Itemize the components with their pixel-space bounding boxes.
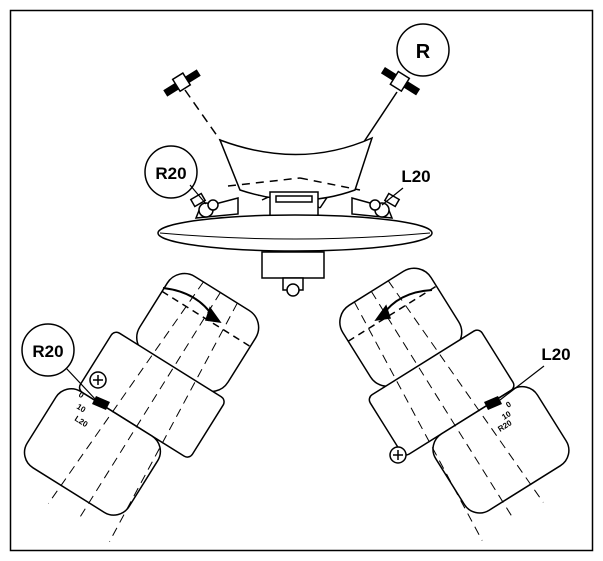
label-l20-top: L20 bbox=[401, 167, 430, 186]
scale-left-0: 0 bbox=[77, 390, 86, 400]
label-circle-r20-bottom bbox=[21, 323, 75, 377]
label-l20-bottom: L20 bbox=[541, 345, 570, 364]
lnb-right-assembly bbox=[339, 267, 570, 541]
dish-plate bbox=[157, 214, 433, 252]
lnb-left-assembly bbox=[23, 272, 260, 542]
label-circle-r bbox=[396, 23, 450, 77]
satellite-right-icon bbox=[380, 66, 421, 96]
scale-right-0: 0 bbox=[504, 399, 513, 409]
label-r20-top: R20 bbox=[155, 164, 186, 183]
label-r: R bbox=[416, 41, 431, 63]
dish-mount bbox=[261, 251, 325, 279]
label-circle-r20-top bbox=[144, 145, 198, 199]
label-r20-bottom: R20 bbox=[32, 342, 63, 361]
satellite-left-icon bbox=[163, 69, 201, 97]
dish-assembly bbox=[157, 66, 433, 297]
